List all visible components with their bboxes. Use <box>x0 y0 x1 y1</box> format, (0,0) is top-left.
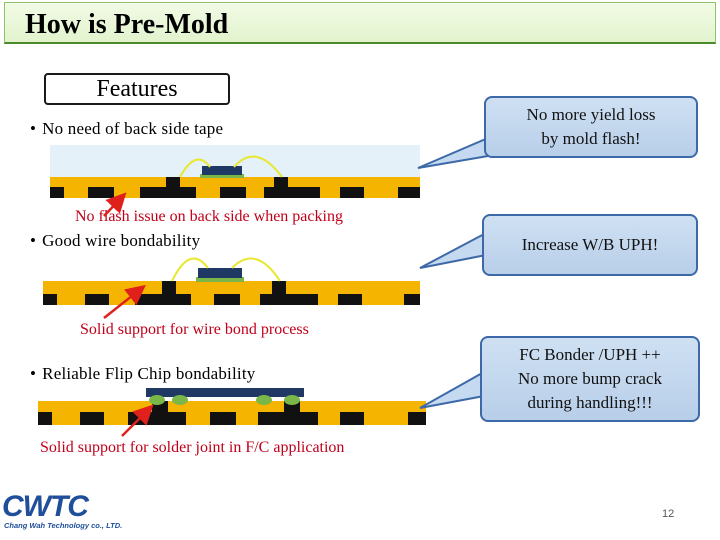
lead-pad <box>398 187 420 198</box>
solder-bump <box>172 395 188 405</box>
solder-bump <box>256 395 272 405</box>
callout-fc-bonder: FC Bonder /UPH ++ No more bump crack dur… <box>480 336 700 422</box>
lead-pad <box>404 294 420 305</box>
lead-pad <box>284 401 300 412</box>
lead-pad <box>338 294 362 305</box>
caption-wire-bond-support: Solid support for wire bond process <box>80 321 309 338</box>
bond-wire <box>179 158 211 178</box>
callout-wb-uph: Increase W/B UPH! <box>482 214 698 276</box>
bullet-wire-bondability: • Good wire bondability <box>30 231 200 251</box>
caption-no-flash: No flash issue on back side when packing <box>75 208 343 225</box>
callout-line: No more bump crack <box>518 369 662 388</box>
lead-pad <box>43 294 57 305</box>
slide-title: How is Pre-Mold <box>25 9 229 40</box>
company-logo: CWTC Chang Wah Technology co., LTD. <box>2 490 132 535</box>
callout-line: FC Bonder /UPH ++ <box>519 345 661 364</box>
callout-tail <box>419 231 487 269</box>
callout-line: during handling!!! <box>527 393 653 412</box>
die-attach <box>200 174 244 178</box>
logo-company-name: Chang Wah Technology co., LTD. <box>4 521 123 530</box>
lead-pad <box>258 412 318 425</box>
lead-pad <box>340 412 364 425</box>
bond-wire <box>231 257 281 282</box>
lead-pad <box>50 187 64 198</box>
lead-pad <box>272 281 286 294</box>
diagram-flip-chip <box>38 388 426 425</box>
bullet-glyph: • <box>30 364 37 383</box>
lead-pad <box>88 187 114 198</box>
lead-pad <box>140 187 196 198</box>
lead-pad <box>85 294 109 305</box>
die <box>198 268 242 278</box>
lead-pad <box>274 177 288 187</box>
bullet-flip-chip: • Reliable Flip Chip bondability <box>30 364 255 384</box>
die <box>202 166 242 175</box>
diagram-back-side-tape <box>50 145 420 198</box>
logo-mark: CWTC <box>2 490 89 523</box>
solder-bump <box>149 395 165 405</box>
lead-pad <box>260 294 318 305</box>
arrow-solder-joint <box>121 404 154 437</box>
title-bar: How is Pre-Mold <box>4 2 716 44</box>
lead-pad <box>340 187 364 198</box>
features-label: Features <box>44 73 230 105</box>
lead-pad <box>162 281 176 294</box>
callout-tail <box>417 136 489 169</box>
lead-pad <box>210 412 236 425</box>
caption-solder-joint: Solid support for solder joint in F/C ap… <box>40 439 345 456</box>
solder-bump <box>284 395 300 405</box>
callout-line: Increase W/B UPH! <box>521 235 659 254</box>
lead-pad <box>38 412 52 425</box>
lead-pad <box>152 401 168 412</box>
bullet-text: Reliable Flip Chip bondability <box>42 364 256 383</box>
lead-pad <box>214 294 240 305</box>
flip-chip-die <box>146 388 304 397</box>
callout-yield-loss: No more yield loss by mold flash! <box>484 96 698 158</box>
lead-pad <box>408 412 426 425</box>
lead-pad <box>166 177 180 187</box>
die-attach <box>196 277 244 282</box>
bullet-text: No need of back side tape <box>42 119 224 138</box>
callout-tail <box>419 370 485 409</box>
callout-line: by mold flash! <box>541 129 641 148</box>
diagram-wire-bond <box>43 257 420 305</box>
lead-pad <box>135 294 191 305</box>
page-number: 12 <box>662 508 675 520</box>
bond-wire <box>233 155 283 178</box>
lead-pad <box>220 187 246 198</box>
bond-wire <box>171 257 209 282</box>
bullet-text: Good wire bondability <box>42 231 201 250</box>
arrow-no-flash <box>103 192 127 217</box>
lead-pad <box>80 412 104 425</box>
arrow-wire-bond <box>103 284 146 319</box>
bullet-glyph: • <box>30 119 37 138</box>
bullet-glyph: • <box>30 231 37 250</box>
callout-line: No more yield loss <box>526 105 656 124</box>
lead-pad <box>264 187 320 198</box>
bullet-back-side-tape: • No need of back side tape <box>30 119 223 139</box>
